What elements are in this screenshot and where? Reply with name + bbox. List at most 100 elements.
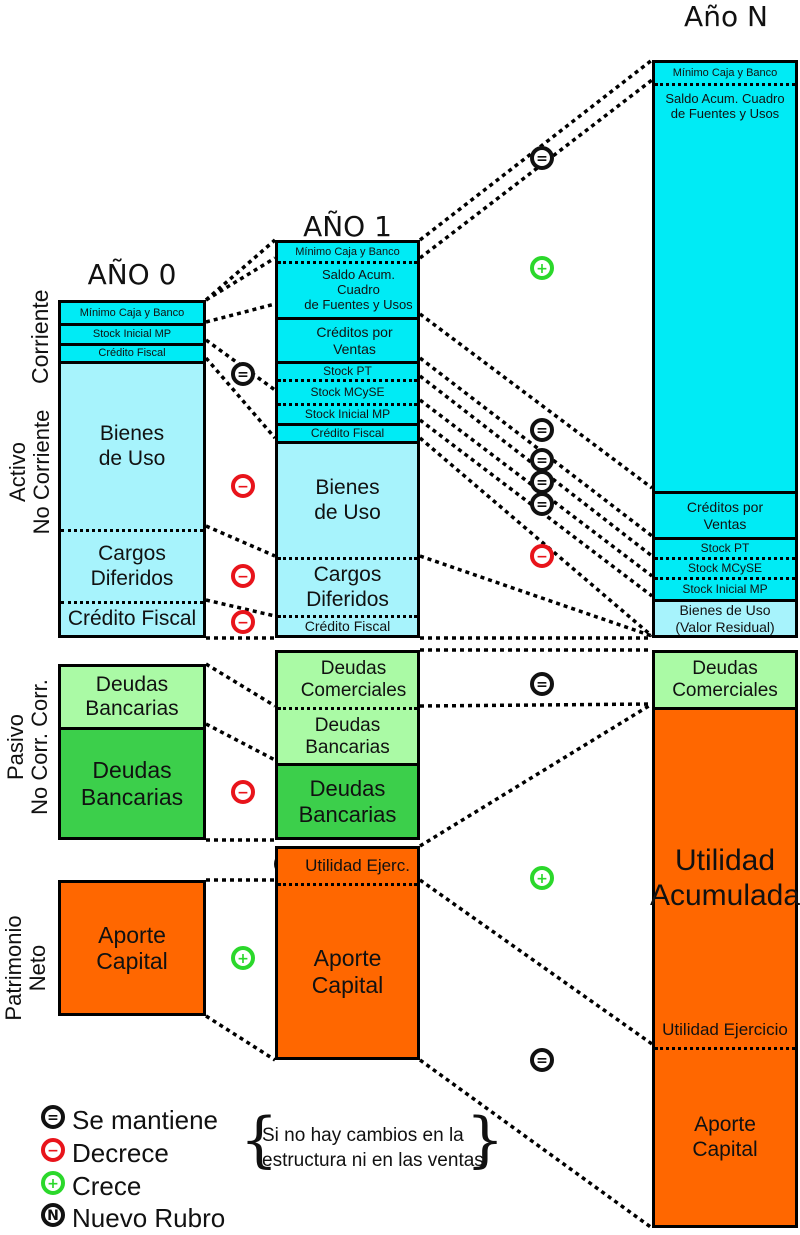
legend-right-brace: } bbox=[466, 1105, 505, 1175]
svg-text:+: + bbox=[237, 951, 249, 967]
svg-text:+: + bbox=[536, 871, 548, 887]
mantiene-icon: = bbox=[530, 146, 554, 170]
yearN-stock-inicial-mp: Stock Inicial MP bbox=[655, 577, 795, 599]
svg-text:=: = bbox=[237, 367, 249, 383]
year1-stock-inicial-mp: Stock Inicial MP bbox=[278, 403, 417, 423]
decrece-icon: − bbox=[231, 610, 255, 634]
legend-mantiene-label: Se mantiene bbox=[72, 1105, 218, 1135]
year1-activo-column: Mínimo Caja y Banco Saldo Acum. Cuadro d… bbox=[275, 240, 420, 638]
mantiene-icon: = bbox=[40, 1104, 66, 1137]
connector-line-27 bbox=[418, 878, 654, 1046]
year0-bienes-de-uso: Bienes de Uso bbox=[61, 361, 203, 529]
side-label-activo-no-corriente: Activo No Corriente bbox=[5, 409, 55, 535]
svg-text:=: = bbox=[536, 497, 548, 513]
legend-note: Si no hay cambios en la estructura ni en… bbox=[262, 1125, 484, 1171]
crece-icon: + bbox=[530, 866, 554, 890]
legend-nuevo-rubro: N Nuevo Rubro bbox=[40, 1202, 225, 1235]
yearN-creditos-por-ventas: Créditos por Ventas bbox=[655, 491, 795, 537]
legend-left-brace: { bbox=[240, 1105, 279, 1175]
svg-text:−: − bbox=[47, 1143, 59, 1159]
connector-line-13 bbox=[205, 1014, 276, 1062]
svg-text:=: = bbox=[536, 677, 548, 693]
connector-line-9 bbox=[205, 662, 276, 708]
year0-aporte-capital: Aporte Capital bbox=[61, 883, 203, 1013]
year0-deudas-bancarias-no-corrientes: Deudas Bancarias bbox=[61, 727, 203, 837]
svg-text:=: = bbox=[47, 1110, 59, 1126]
yearN-pasivo-patrimonio-column: Deudas Comerciales Utilidad Acumulada Ut… bbox=[650, 650, 800, 1228]
year1-stock-mcyse: Stock MCySE bbox=[278, 379, 417, 403]
svg-text:−: − bbox=[237, 785, 249, 801]
mantiene-icon: = bbox=[530, 448, 554, 472]
year0-deudas-bancarias-corrientes: Deudas Bancarias bbox=[61, 667, 203, 727]
year0-title: AÑO 0 bbox=[87, 258, 177, 291]
connector-line-2 bbox=[205, 256, 276, 302]
year1-saldo-acumulado: Saldo Acum. Cuadro de Fuentes y Usos bbox=[278, 261, 417, 317]
connector-line-1 bbox=[204, 238, 277, 302]
year0-credito-fiscal-corriente: Crédito Fiscal bbox=[61, 343, 203, 361]
yearN-deudas-comerciales: Deudas Comerciales bbox=[655, 653, 795, 707]
connector-line-5 bbox=[204, 356, 277, 440]
mantiene-icon: = bbox=[530, 672, 554, 696]
svg-text:=: = bbox=[536, 475, 548, 491]
year1-title: AÑO 1 bbox=[303, 210, 392, 243]
year0-cargos-diferidos: Cargos Diferidos bbox=[61, 529, 203, 601]
year0-activo-column: Mínimo Caja y Banco Stock Inicial MP Cré… bbox=[58, 300, 206, 638]
yearN-utilidad-ejercicio: Utilidad Ejercicio bbox=[655, 1015, 795, 1045]
decrece-icon: − bbox=[40, 1137, 66, 1170]
year1-aporte-capital: Aporte Capital bbox=[278, 883, 417, 1057]
connector-line-15 bbox=[418, 78, 654, 260]
svg-text:−: − bbox=[237, 615, 249, 631]
connector-line-3 bbox=[205, 302, 276, 324]
side-label-pasivo: Pasivo No Corr. Corr. bbox=[3, 679, 53, 815]
year1-cargos-diferidos: Cargos Diferidos bbox=[278, 557, 417, 615]
svg-text:=: = bbox=[536, 151, 548, 167]
yearN-bienes-de-uso: Bienes de Uso (Valor Residual) bbox=[655, 599, 795, 635]
decrece-icon: − bbox=[231, 780, 255, 804]
year1-pasivo-column: Deudas Comerciales Deudas Bancarias Deud… bbox=[275, 650, 420, 840]
mantiene-icon: = bbox=[530, 1048, 554, 1072]
decrece-icon: − bbox=[231, 564, 255, 588]
year1-credito-fiscal: Crédito Fiscal bbox=[278, 615, 417, 635]
crece-icon: + bbox=[40, 1170, 66, 1203]
crece-icon: + bbox=[231, 946, 255, 970]
svg-text:+: + bbox=[536, 261, 548, 277]
legend-crece-label: Crece bbox=[72, 1171, 142, 1201]
legend-crece: + Crece bbox=[40, 1170, 141, 1203]
connector-line-21 bbox=[418, 436, 654, 638]
year1-deudas-comerciales: Deudas Comerciales bbox=[278, 653, 417, 707]
year1-deudas-bancarias-corrientes: Deudas Bancarias bbox=[278, 707, 417, 763]
year1-minimo-caja: Mínimo Caja y Banco bbox=[278, 243, 417, 261]
side-label-patrimonio: Patrimonio Neto bbox=[1, 915, 51, 1021]
connector-line-10 bbox=[205, 722, 276, 762]
yearN-stock-pt: Stock PT bbox=[655, 537, 795, 557]
yearN-stock-mcyse: Stock MCySE bbox=[655, 557, 795, 577]
legend-mantiene: = Se mantiene bbox=[40, 1104, 218, 1137]
svg-text:N: N bbox=[47, 1208, 59, 1224]
crece-icon: + bbox=[530, 256, 554, 280]
yearN-aporte-capital: Aporte Capital bbox=[655, 1047, 795, 1225]
svg-text:−: − bbox=[536, 549, 548, 565]
year0-pasivo-column: Deudas Bancarias Deudas Bancarias bbox=[58, 664, 206, 840]
yearN-utilidad-acumulada: Utilidad Acumulada bbox=[650, 707, 800, 1047]
year1-creditos-por-ventas: Créditos por Ventas bbox=[278, 317, 417, 361]
connector-line-22 bbox=[419, 554, 653, 638]
svg-text:=: = bbox=[536, 453, 548, 469]
connector-line-17 bbox=[418, 356, 654, 538]
year0-minimo-caja: Mínimo Caja y Banco bbox=[61, 303, 203, 323]
year0-patrimonio-column: Aporte Capital bbox=[58, 880, 206, 1016]
year0-stock-inicial-mp: Stock Inicial MP bbox=[61, 323, 203, 343]
yearN-minimo-caja: Mínimo Caja y Banco bbox=[655, 63, 795, 83]
year1-credito-fiscal-corriente: Crédito Fiscal bbox=[278, 423, 417, 441]
decrece-icon: − bbox=[530, 544, 554, 568]
mantiene-icon: = bbox=[530, 418, 554, 442]
svg-text:−: − bbox=[237, 479, 249, 495]
connector-line-16 bbox=[418, 312, 654, 490]
connector-line-7 bbox=[205, 598, 276, 618]
svg-text:+: + bbox=[47, 1176, 59, 1192]
connector-line-6 bbox=[205, 524, 276, 558]
svg-text:−: − bbox=[237, 569, 249, 585]
yearN-activo-column: Mínimo Caja y Banco Saldo Acum. Cuadro d… bbox=[652, 60, 798, 638]
year1-deudas-bancarias-no-corrientes: Deudas Bancarias bbox=[278, 763, 417, 837]
yearN-saldo-acumulado: Saldo Acum. Cuadro de Fuentes y Usos bbox=[655, 83, 795, 491]
mantiene-icon: = bbox=[530, 492, 554, 516]
